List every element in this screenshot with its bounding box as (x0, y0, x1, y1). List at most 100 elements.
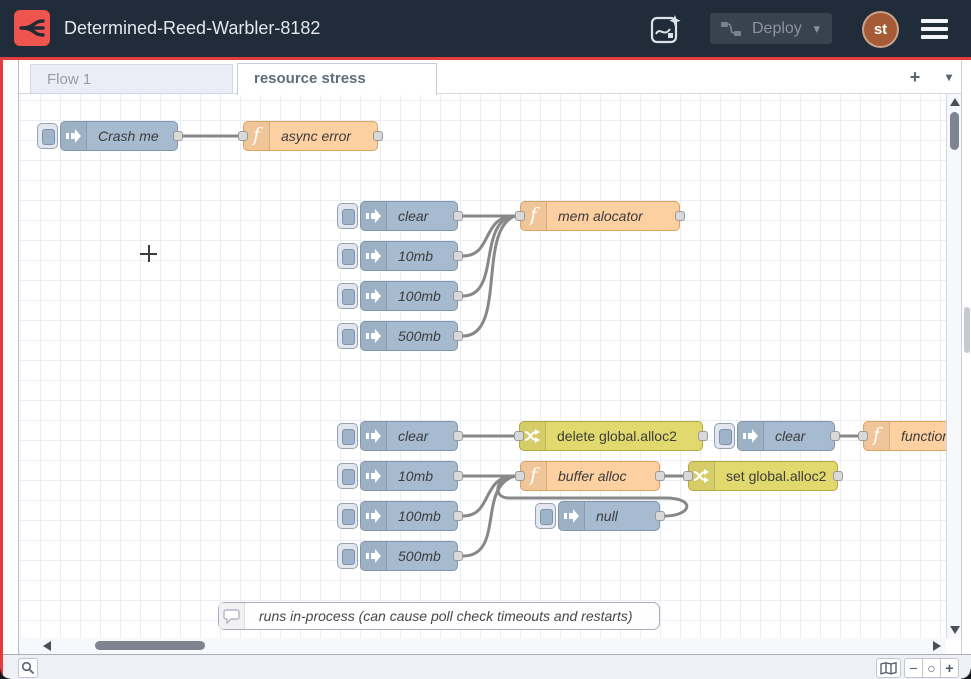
node-label: delete global.alloc2 (546, 428, 677, 444)
deploy-label: Deploy (752, 20, 802, 38)
node-label: clear (387, 208, 428, 224)
function-icon: f (530, 206, 537, 225)
node-inject-null[interactable]: null (558, 501, 660, 531)
node-inject-clear[interactable]: clear (737, 421, 835, 451)
inject-button[interactable] (337, 283, 358, 309)
tab-flow-1[interactable]: Flow 1 (30, 64, 233, 94)
output-port[interactable] (830, 431, 840, 441)
node-inject-crash-me[interactable]: Crash me (60, 121, 178, 151)
node-inject-10mb[interactable]: 10mb (360, 461, 458, 491)
search-icon (21, 661, 35, 675)
ai-assistant-icon[interactable] (649, 12, 683, 46)
output-port[interactable] (833, 471, 843, 481)
inject-button[interactable] (337, 243, 358, 269)
inject-button[interactable] (37, 123, 58, 149)
zoom-reset-button[interactable]: ○ (922, 658, 941, 678)
deploy-caret-icon[interactable]: ▾ (813, 21, 820, 37)
inject-button[interactable] (337, 543, 358, 569)
node-change-delete-global-alloc2[interactable]: delete global.alloc2 (519, 421, 703, 451)
output-port[interactable] (453, 251, 463, 261)
search-button[interactable] (18, 658, 38, 678)
scroll-left-icon[interactable] (43, 641, 51, 651)
node-label: async error (270, 128, 351, 144)
node-inject-500mb[interactable]: 500mb (360, 321, 458, 351)
node-change-set-global-alloc2[interactable]: set global.alloc2 (688, 461, 838, 491)
header: Determined-Reed-Warbler-8182 Deploy ▾ st (0, 0, 971, 57)
vertical-scrollbar[interactable] (946, 94, 961, 638)
output-port[interactable] (453, 551, 463, 561)
node-inject-clear[interactable]: clear (360, 201, 458, 231)
inject-button[interactable] (337, 203, 358, 229)
inject-icon (366, 248, 382, 264)
output-port[interactable] (453, 331, 463, 341)
scroll-right-icon[interactable] (933, 641, 941, 651)
inject-icon (366, 288, 382, 304)
node-label: null (585, 508, 618, 524)
inject-button[interactable] (337, 423, 358, 449)
node-comment[interactable]: runs in-process (can cause poll check ti… (218, 602, 660, 630)
scroll-down-icon[interactable] (950, 626, 960, 634)
inject-button[interactable] (714, 423, 735, 449)
input-port[interactable] (515, 211, 525, 221)
inject-button[interactable] (535, 503, 556, 529)
wire[interactable] (463, 476, 515, 516)
input-port[interactable] (514, 431, 524, 441)
node-function-function[interactable]: f function (863, 421, 946, 451)
inject-button[interactable] (337, 463, 358, 489)
input-port[interactable] (515, 471, 525, 481)
output-port[interactable] (655, 511, 665, 521)
zoom-in-button[interactable]: + (940, 658, 959, 678)
window-corner (961, 669, 971, 679)
scroll-up-icon[interactable] (950, 98, 960, 106)
vertical-scroll-thumb[interactable] (950, 112, 959, 150)
wires-layer (19, 94, 946, 638)
flow-list-menu-button[interactable]: ▾ (937, 64, 961, 90)
navigator-button[interactable] (876, 658, 901, 678)
output-port[interactable] (173, 131, 183, 141)
deploy-button[interactable]: Deploy ▾ (710, 13, 832, 44)
node-inject-100mb[interactable]: 100mb (360, 281, 458, 311)
node-inject-clear[interactable]: clear (360, 421, 458, 451)
window-corner (0, 669, 10, 679)
node-function-mem-alocator[interactable]: f mem alocator (520, 201, 680, 231)
node-label: 500mb (387, 328, 441, 344)
inject-button[interactable] (337, 503, 358, 529)
cursor-crosshair-icon (140, 245, 157, 262)
input-port[interactable] (238, 131, 248, 141)
node-label: function (890, 428, 946, 444)
node-inject-500mb[interactable]: 500mb (360, 541, 458, 571)
zoom-out-button[interactable]: − (904, 658, 923, 678)
output-port[interactable] (675, 211, 685, 221)
node-label: buffer alloc (547, 468, 626, 484)
tab-resource-stress[interactable]: resource stress (237, 63, 437, 95)
node-label: clear (764, 428, 805, 444)
hamburger-menu-icon[interactable] (921, 19, 948, 40)
inject-button[interactable] (337, 323, 358, 349)
page-scrollbar[interactable] (961, 60, 971, 679)
inject-icon (66, 128, 82, 144)
output-port[interactable] (453, 511, 463, 521)
horizontal-scroll-thumb[interactable] (95, 641, 205, 650)
comment-icon (223, 609, 240, 624)
output-port[interactable] (655, 471, 665, 481)
page-scroll-thumb[interactable] (964, 307, 970, 353)
input-port[interactable] (858, 431, 868, 441)
output-port[interactable] (453, 471, 463, 481)
flowfuse-logo-icon[interactable] (14, 10, 50, 46)
output-port[interactable] (698, 431, 708, 441)
output-port[interactable] (453, 431, 463, 441)
output-port[interactable] (453, 291, 463, 301)
input-port[interactable] (683, 471, 693, 481)
output-port[interactable] (373, 131, 383, 141)
avatar[interactable]: st (862, 11, 899, 48)
output-port[interactable] (453, 211, 463, 221)
inject-icon (366, 508, 382, 524)
horizontal-scrollbar[interactable] (19, 638, 946, 654)
node-inject-100mb[interactable]: 100mb (360, 501, 458, 531)
node-function-buffer-alloc[interactable]: f buffer alloc (520, 461, 660, 491)
function-icon: f (530, 466, 537, 485)
node-function-async-error[interactable]: f async error (243, 121, 378, 151)
flow-canvas[interactable]: Crash me f async error clear 10mb 100mb … (19, 94, 946, 638)
add-flow-button[interactable]: + (903, 64, 927, 90)
node-inject-10mb[interactable]: 10mb (360, 241, 458, 271)
